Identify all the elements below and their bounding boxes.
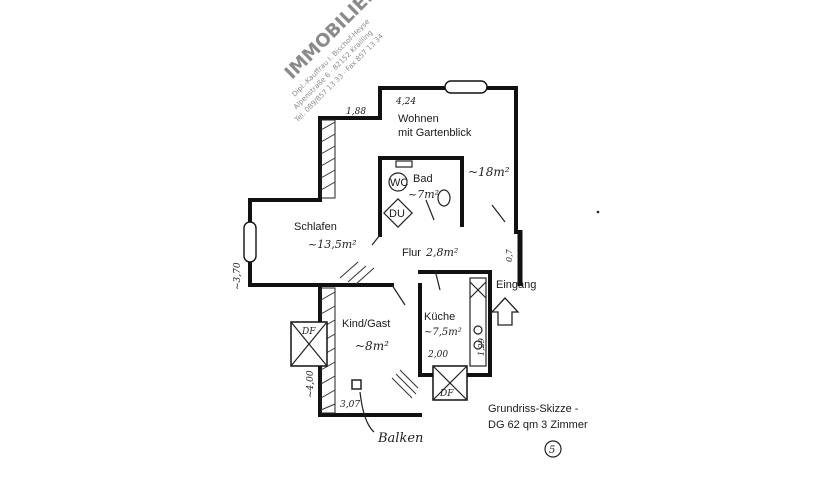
room-kind-area: ~8m² [355, 339, 389, 353]
dim-5: ~4,00 [306, 370, 316, 398]
room-kueche-name: Küche [424, 311, 455, 323]
room-schlafen-area: ~13,5m² [308, 238, 357, 251]
balcony-label: Balken [377, 431, 423, 446]
room-kueche-area: ~7,5m² [424, 327, 462, 338]
stray-dot [596, 210, 600, 214]
dim-3: ~3,70 [233, 262, 243, 290]
door-lines [371, 199, 506, 306]
skylight-kueche: DF [432, 365, 468, 401]
room-wohnen-name: Wohnen [398, 113, 439, 125]
windows [243, 80, 488, 263]
room-flur-area: 2,8m² [425, 246, 458, 259]
balcony-pointer [359, 391, 375, 433]
dim-2: 4,24 [395, 97, 416, 107]
dim-7: 0,7 [505, 248, 514, 262]
shower-icon [383, 198, 413, 228]
balcony-marker [351, 379, 362, 390]
room-kind-name: Kind/Gast [342, 318, 390, 330]
skylight-label-kueche: DF [439, 389, 454, 399]
room-flur-name: Flur [402, 247, 421, 259]
balcony-slope-hatch [391, 369, 419, 399]
dim-1: 1,88 [346, 107, 366, 117]
skylight-kind: DF [290, 321, 328, 367]
room-wohnen-subname: mit Gartenblick [398, 127, 472, 139]
dim-6: 3,07 [340, 400, 360, 410]
room-bad-area: ~7m² [408, 188, 439, 201]
entrance-arrow-icon [490, 297, 520, 326]
window-left [243, 221, 257, 263]
wc-icon [388, 172, 408, 192]
slope-hatch [339, 261, 375, 285]
sink-icon [437, 189, 451, 207]
caption-line-2: DG 62 qm 3 Zimmer [488, 419, 588, 431]
du-label: DU [389, 208, 405, 220]
caption-line-1: Grundriss-Skizze - [488, 403, 579, 415]
room-bad-name: Bad [413, 173, 433, 185]
company-stamp: IMMOBILIEN Dipl.-Kauffrau I. Bischof-Hey… [281, 0, 386, 125]
page-number-circle [544, 440, 562, 458]
dim-4: 2,00 [427, 350, 448, 360]
dim-8: 1,29 [477, 338, 486, 356]
window-top [444, 80, 488, 94]
room-schlafen-name: Schlafen [294, 221, 337, 233]
kitchen-counter [469, 277, 487, 367]
wc-label: WC [390, 177, 408, 189]
skylight-label-kind: DF [301, 327, 316, 337]
hatched-areas [320, 119, 419, 414]
bathroom-fixtures: WC DU [383, 160, 451, 228]
room-wohnen-area: ~18m² [468, 165, 510, 179]
interior-walls [318, 156, 464, 377]
entrance-label: Eingang [496, 279, 536, 291]
page-number: 5 [549, 445, 555, 456]
